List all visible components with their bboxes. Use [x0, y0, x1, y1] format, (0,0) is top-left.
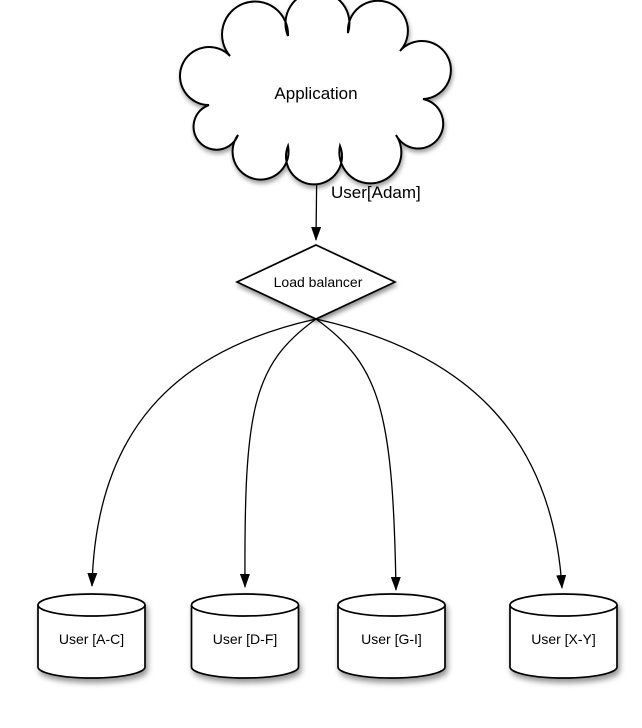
- shard-label: User [X-Y]: [531, 631, 596, 647]
- shard-node-x-y: User [X-Y]: [509, 593, 618, 679]
- edge-to-shard-d-f: [239, 318, 317, 588]
- shard-label: User [G-I]: [361, 631, 422, 647]
- shard-node-a-c: User [A-C]: [37, 593, 146, 679]
- cylinder-icon: [509, 605, 618, 679]
- cylinder-top-icon: [337, 593, 446, 617]
- cylinder-icon: [37, 605, 146, 679]
- cylinder-icon: [190, 605, 300, 679]
- diamond-icon: [234, 244, 398, 320]
- request-edge-label: User[Adam]: [331, 183, 421, 202]
- edge-loadbalancer-to-shards: [87, 318, 567, 591]
- shard-node-g-i: User [G-I]: [337, 593, 446, 679]
- cloud-icon: [179, 0, 452, 186]
- load-balancer-node: Load balancer: [234, 244, 398, 320]
- load-balancer-label: Load balancer: [274, 274, 363, 290]
- edge-to-shard-g-i: [315, 318, 401, 591]
- shard-node-d-f: User [D-F]: [190, 593, 300, 679]
- application-node: Application: [179, 0, 452, 186]
- cylinder-icon: [337, 605, 446, 679]
- cylinder-top-icon: [509, 593, 618, 617]
- cylinder-top-icon: [190, 593, 300, 617]
- edge-to-shard-x-y: [315, 318, 567, 589]
- cylinder-top-icon: [37, 593, 146, 617]
- edge-to-shard-a-c: [87, 318, 317, 587]
- shard-label: User [D-F]: [213, 631, 278, 647]
- application-label: Application: [274, 84, 357, 103]
- shard-label: User [A-C]: [59, 631, 124, 647]
